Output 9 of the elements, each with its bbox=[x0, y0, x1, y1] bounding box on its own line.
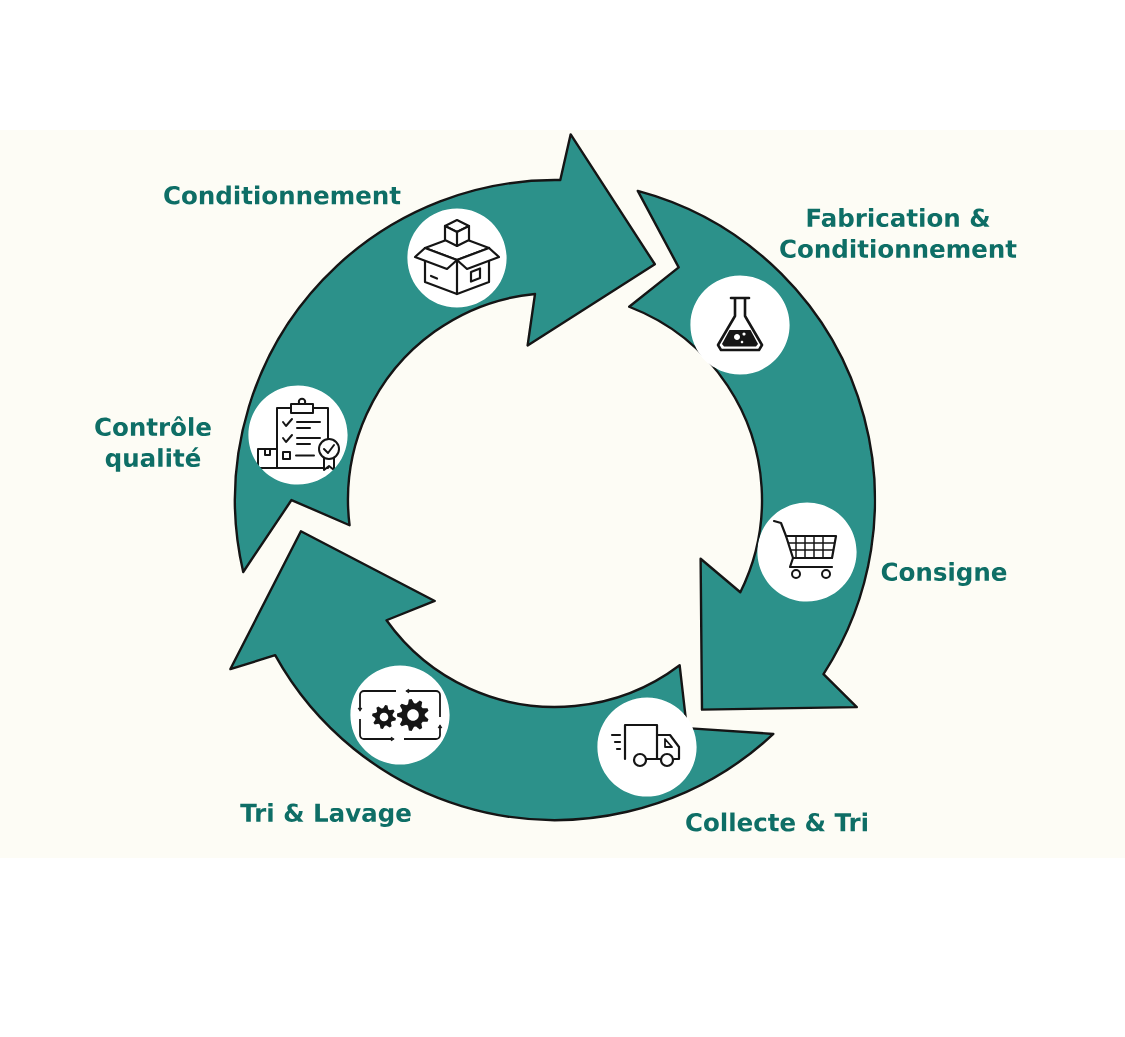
step-label: Tri & Lavage bbox=[240, 803, 411, 827]
step-label: Conditionnement bbox=[164, 185, 401, 205]
curved-arrow bbox=[627, 189, 877, 711]
step-label: Collecte & Tri bbox=[686, 812, 867, 832]
curved-arrow bbox=[229, 530, 775, 822]
step-label: Fabrication & Conditionnement bbox=[780, 208, 1017, 258]
curved-arrow bbox=[234, 133, 657, 574]
step-label: Consigne bbox=[881, 562, 1007, 586]
step-label: Contrôle qualité bbox=[95, 416, 211, 472]
